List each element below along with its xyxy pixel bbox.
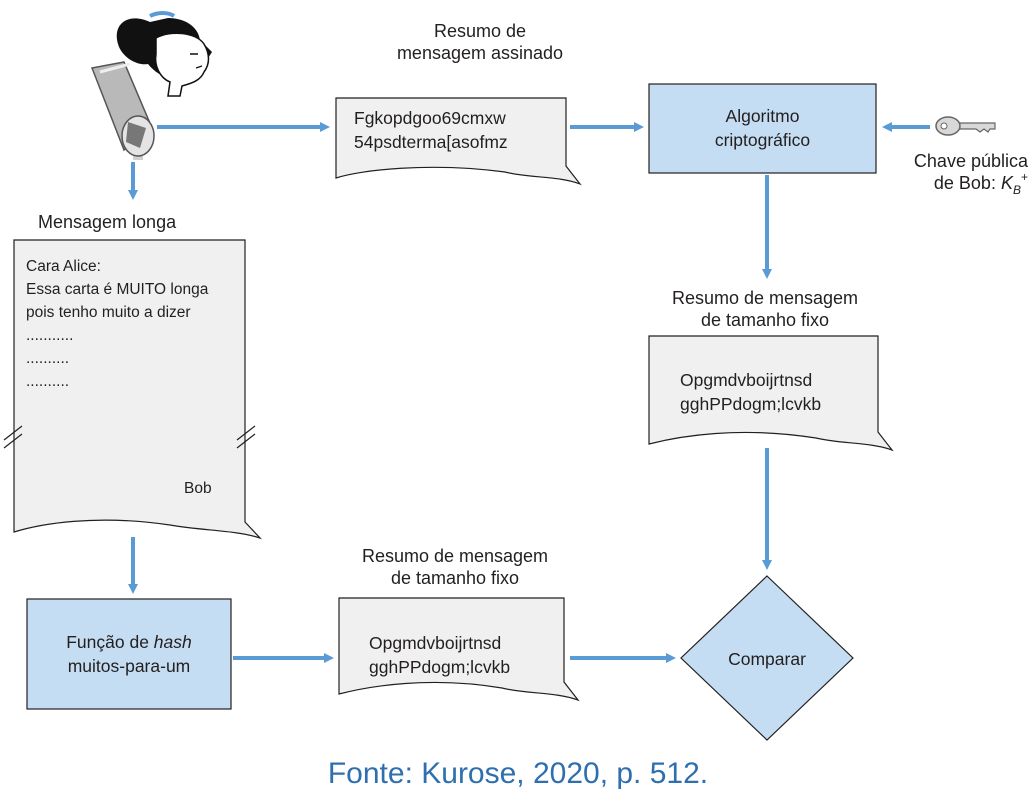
letter-signature: Bob (184, 480, 212, 497)
letter-line: .......... (26, 350, 70, 367)
fixed-digest-doc-bottom (338, 597, 580, 702)
break-mark-left (3, 425, 23, 449)
fixed-digest-top-text-line2: gghPPdogm;lcvkb (680, 394, 822, 414)
public-key-owner: de Bob: (933, 173, 1001, 193)
fixed-digest-top-title: Resumo de mensagem de tamanho fixo (640, 287, 890, 331)
key-icon (935, 116, 996, 136)
fixed-digest-top-text: Opgmdvboijrtnsd gghPPdogm;lcvkb (680, 368, 821, 416)
signed-digest-text-line2: 54psdterma[asofmz (354, 132, 508, 152)
hash-function-prefix: Função de (66, 632, 154, 652)
public-key-label: Chave pública de Bob: KB+ (896, 150, 1028, 197)
fixed-digest-top-title-line1: Resumo de mensagem (671, 288, 859, 308)
algorithm-label-line2: criptográfico (714, 130, 811, 150)
algorithm-box (648, 83, 877, 174)
letter-line: ........... (26, 327, 74, 344)
public-key-label-line2: de Bob: KB+ (896, 170, 1028, 197)
letter-line: pois tenho muito a dizer (26, 304, 191, 321)
signed-digest-text: Fgkopdgoo69cmxw 54psdterma[asofmz (354, 106, 508, 154)
hash-function-box (26, 598, 232, 710)
hash-function-label-line2: muitos-para-um (67, 656, 191, 676)
algorithm-label-line1: Algoritmo (725, 106, 800, 126)
signed-digest-title-line1: Resumo de (433, 21, 527, 41)
compare-label: Comparar (728, 649, 806, 669)
hash-word: hash (153, 632, 192, 652)
key-subscript: B (1012, 183, 1021, 197)
signed-digest-text-line1: Fgkopdgoo69cmxw (354, 108, 506, 128)
fixed-digest-bottom-text: Opgmdvboijrtnsd gghPPdogm;lcvkb (369, 631, 510, 679)
hash-function-label-line1: Função de hash (27, 630, 231, 654)
source-caption: Fonte: Kurose, 2020, p. 512. (327, 757, 709, 790)
signed-digest-doc (335, 97, 582, 186)
hash-function-label: Função de hash muitos-para-um (27, 630, 231, 678)
fixed-digest-doc-top (648, 335, 894, 452)
mailbox-icon (90, 61, 155, 160)
long-message-doc (13, 239, 263, 540)
fixed-digest-bottom-text-line2: gghPPdogm;lcvkb (369, 657, 511, 677)
break-mark-right (236, 425, 256, 449)
long-message-title: Mensagem longa (38, 212, 177, 232)
fixed-digest-top-text-line1: Opgmdvboijrtnsd (680, 370, 813, 390)
public-key-label-line1: Chave pública (913, 151, 1028, 171)
key-symbol: K (1000, 173, 1013, 193)
compare-diamond (680, 575, 854, 741)
letter-line: Essa carta é MUITO longa (26, 281, 209, 298)
fixed-digest-bottom-title-line1: Resumo de mensagem (361, 546, 549, 566)
fixed-digest-bottom-title-line2: de tamanho fixo (390, 568, 520, 588)
letter-line: Cara Alice: (26, 258, 101, 275)
signed-digest-title: Resumo de mensagem assinado (380, 20, 580, 64)
key-superscript: + (1020, 170, 1028, 184)
fixed-digest-bottom-text-line1: Opgmdvboijrtnsd (369, 633, 502, 653)
signed-digest-title-line2: mensagem assinado (396, 43, 564, 63)
person-icon (116, 11, 212, 97)
letter-line: .......... (26, 373, 70, 390)
algorithm-label: Algoritmo criptográfico (649, 104, 876, 152)
fixed-digest-bottom-title: Resumo de mensagem de tamanho fixo (330, 545, 580, 589)
fixed-digest-top-title-line2: de tamanho fixo (700, 310, 830, 330)
letter-body: Cara Alice: Essa carta é MUITO longa poi… (26, 255, 208, 393)
